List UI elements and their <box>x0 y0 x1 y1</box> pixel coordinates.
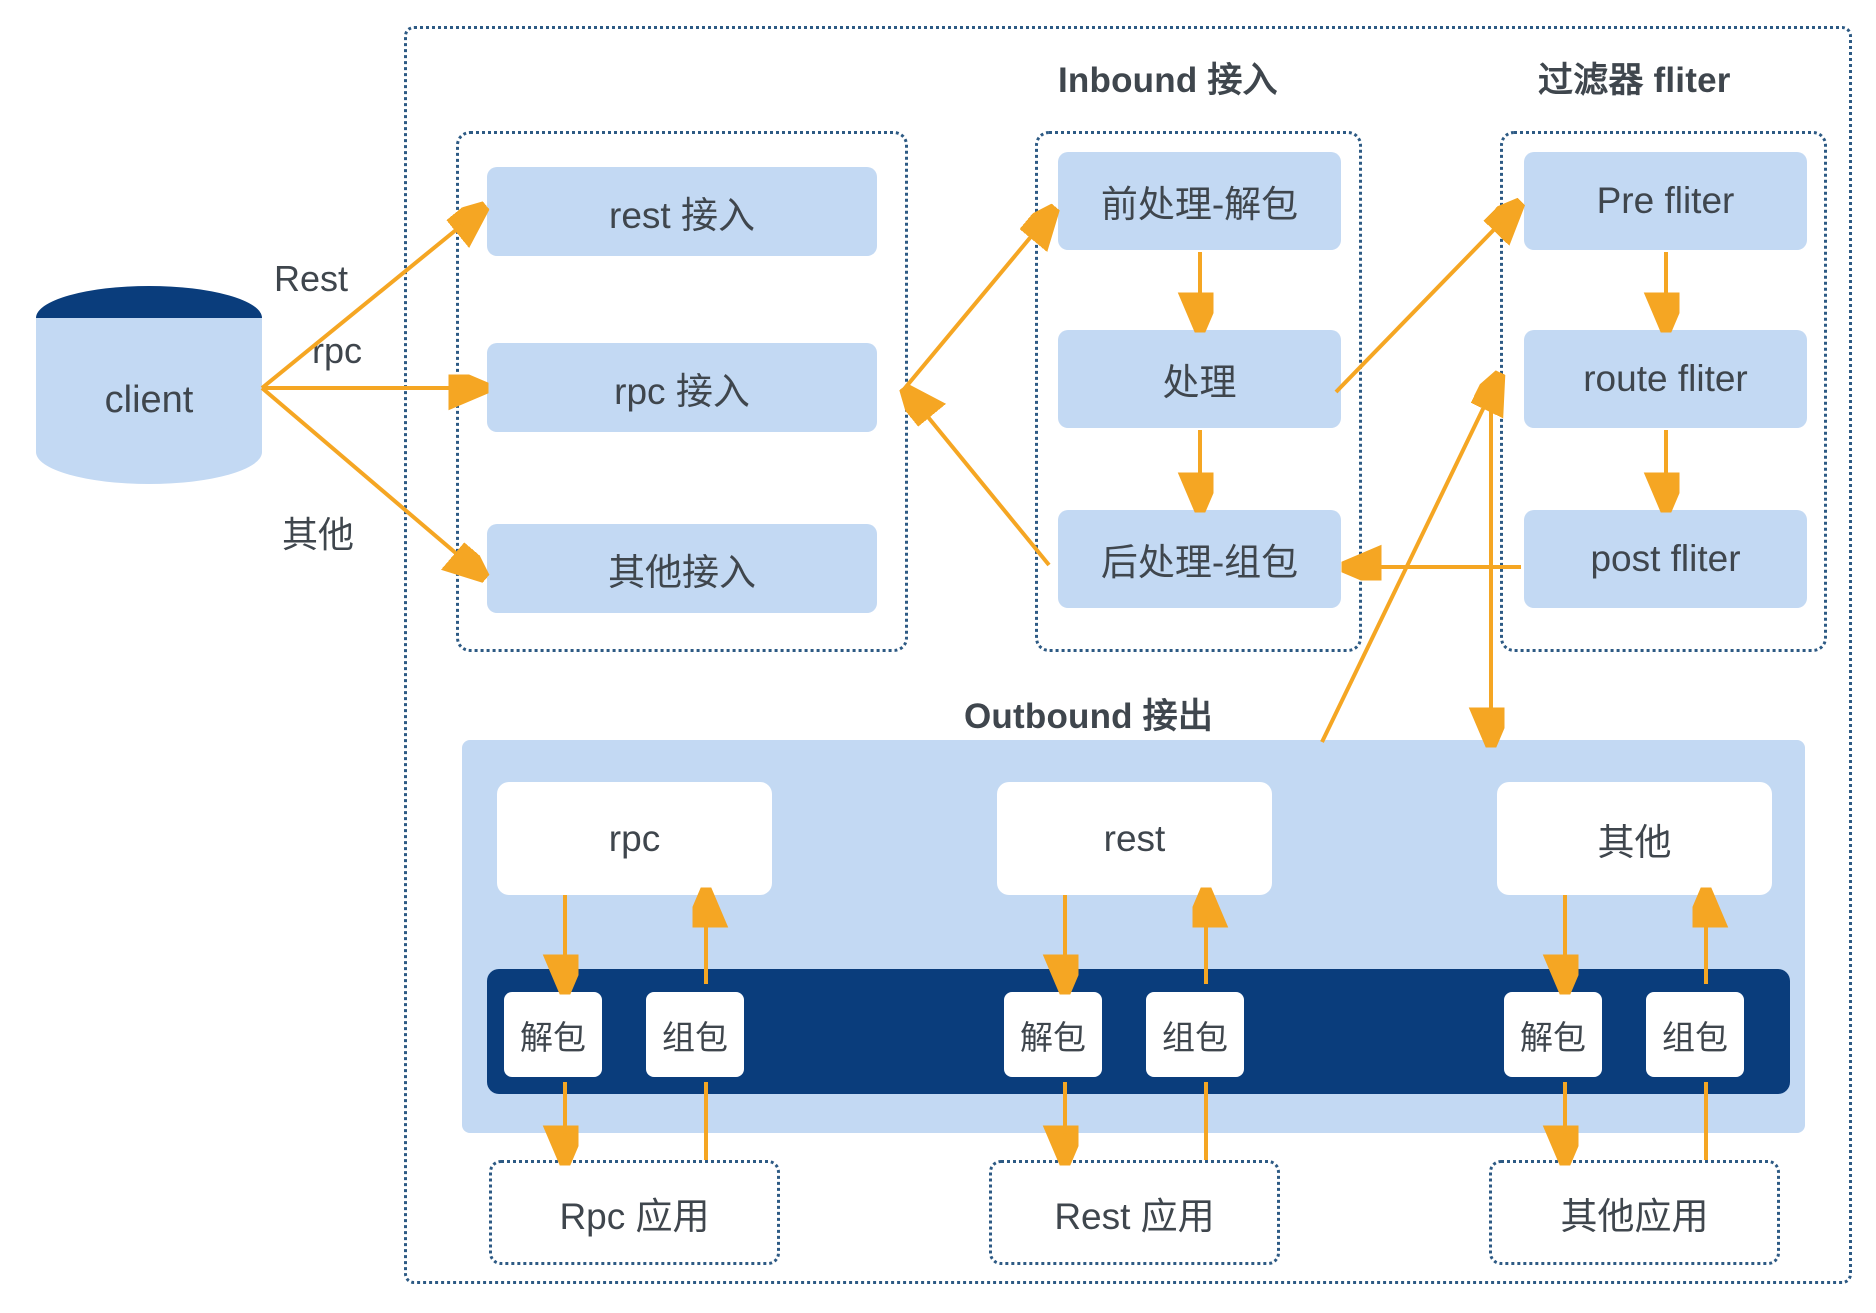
entry-node-other-label: 其他接入 <box>608 551 756 593</box>
edge-label-rest: Rest <box>274 258 349 299</box>
inbound-node-process[interactable]: 处理 <box>1058 330 1341 428</box>
codec-decode-rest[interactable]: 解包 <box>1004 992 1102 1077</box>
codec-encode-rpc-label: 组包 <box>662 1018 728 1056</box>
codec-decode-rest-label: 解包 <box>1020 1018 1086 1056</box>
filter-node-route-label: route fliter <box>1583 358 1748 399</box>
app-node-other-label: 其他应用 <box>1560 1195 1709 1237</box>
app-node-rest[interactable]: Rest 应用 <box>989 1160 1280 1265</box>
inbound-node-postencode[interactable]: 后处理-组包 <box>1058 510 1341 608</box>
app-node-rest-label: Rest 应用 <box>1054 1195 1215 1237</box>
entry-node-rest[interactable]: rest 接入 <box>487 167 877 256</box>
outbound-proto-rest[interactable]: rest <box>997 782 1272 895</box>
entry-node-rest-label: rest 接入 <box>609 194 755 236</box>
inbound-section-title: Inbound 接入 <box>1058 61 1278 100</box>
entry-node-rpc[interactable]: rpc 接入 <box>487 343 877 432</box>
edge-label-other: 其他 <box>282 514 355 555</box>
app-node-rpc[interactable]: Rpc 应用 <box>489 1160 780 1265</box>
filter-node-pre-label: Pre fliter <box>1596 180 1735 221</box>
codec-encode-other[interactable]: 组包 <box>1646 992 1744 1077</box>
app-node-other[interactable]: 其他应用 <box>1489 1160 1780 1265</box>
codec-decode-other-label: 解包 <box>1520 1018 1586 1056</box>
filter-section-title: 过滤器 fliter <box>1538 61 1731 100</box>
codec-encode-other-label: 组包 <box>1662 1018 1728 1056</box>
cylinder-bottom-ellipse <box>36 420 262 484</box>
client-label: client <box>104 378 194 421</box>
inbound-node-predecode-label: 前处理-解包 <box>1100 184 1299 225</box>
filter-node-post-label: post fliter <box>1590 538 1741 579</box>
codec-decode-other[interactable]: 解包 <box>1504 992 1602 1077</box>
codec-decode-rpc-label: 解包 <box>520 1018 586 1056</box>
app-node-rpc-label: Rpc 应用 <box>559 1195 710 1237</box>
outbound-proto-rpc-label: rpc <box>608 817 661 859</box>
inbound-node-process-label: 处理 <box>1162 362 1237 403</box>
codec-encode-rpc[interactable]: 组包 <box>646 992 744 1077</box>
edge-label-rpc: rpc <box>312 330 363 371</box>
outbound-section-title: Outbound 接出 <box>964 697 1214 736</box>
inbound-node-postencode-label: 后处理-组包 <box>1100 542 1299 583</box>
entry-node-rpc-label: rpc 接入 <box>614 370 750 412</box>
outbound-proto-other[interactable]: 其他 <box>1497 782 1772 895</box>
filter-node-pre[interactable]: Pre fliter <box>1524 152 1807 250</box>
outbound-proto-rpc[interactable]: rpc <box>497 782 772 895</box>
filter-node-post[interactable]: post fliter <box>1524 510 1807 608</box>
inbound-node-predecode[interactable]: 前处理-解包 <box>1058 152 1341 250</box>
entry-node-other[interactable]: 其他接入 <box>487 524 877 613</box>
codec-decode-rpc[interactable]: 解包 <box>504 992 602 1077</box>
gateway-outer-frame <box>404 26 1852 1284</box>
codec-encode-rest-label: 组包 <box>1162 1018 1228 1056</box>
filter-node-route[interactable]: route fliter <box>1524 330 1807 428</box>
outbound-proto-other-label: 其他 <box>1597 821 1672 863</box>
codec-encode-rest[interactable]: 组包 <box>1146 992 1244 1077</box>
outbound-proto-rest-label: rest <box>1103 817 1166 859</box>
